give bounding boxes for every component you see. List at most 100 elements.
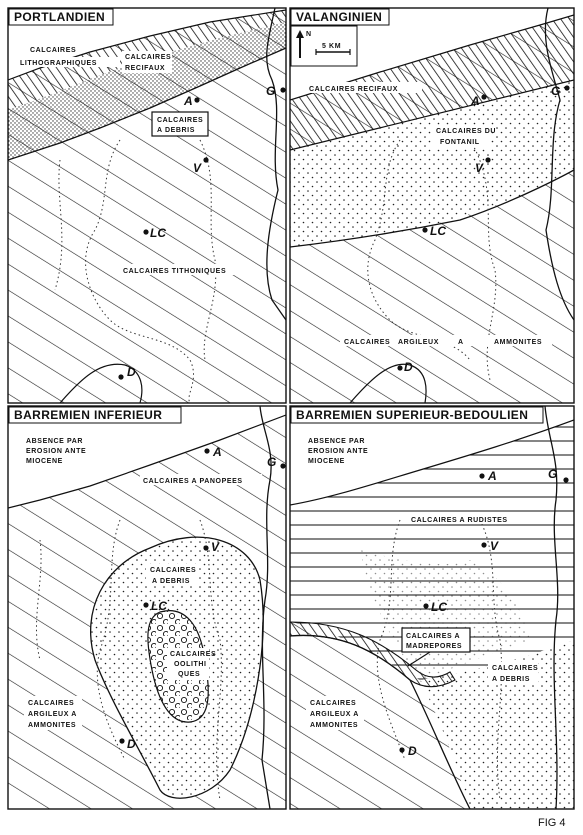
locality-label: D: [127, 737, 136, 751]
panel-title-box: [8, 406, 182, 424]
locality-label: A: [487, 469, 497, 483]
locality-markers: A G V LC D: [119, 445, 286, 751]
panel-title: BARREMIEN SUPERIEUR-BEDOULIEN: [296, 408, 528, 422]
locality-label: V: [193, 161, 202, 175]
region-label: CALCAIRES RECIFAUX: [309, 86, 398, 93]
locality-label: A: [470, 94, 480, 108]
locality-label: D: [127, 365, 136, 379]
region-label: CALCAIRES A: [406, 633, 460, 640]
region-label: CALCAIRES: [150, 567, 196, 574]
region-label: ARGILEUX: [398, 339, 439, 346]
hatched-reef-band: [8, 10, 286, 110]
region-label: CALCAIRES: [125, 54, 171, 61]
locality-label: LC: [430, 224, 446, 238]
region-label: AMMONITES: [28, 722, 76, 729]
panel-title-box: [290, 406, 544, 424]
region-label: CALCAIRES: [28, 700, 74, 707]
panel-portlandien: [8, 8, 286, 403]
region-label: ABSENCE PAR: [308, 438, 365, 445]
region-label: A: [458, 339, 464, 346]
white-eroded-zone: [290, 406, 574, 505]
region-label: A DEBRIS: [152, 578, 190, 585]
region-label: EROSION ANTE: [26, 448, 86, 455]
white-eroded-zone: [8, 406, 286, 508]
locality-label: LC: [431, 600, 447, 614]
region-label: RECIFAUX: [125, 65, 165, 72]
panel-barremien-inferieur-frame: [7, 405, 287, 810]
panel-title-box: [290, 8, 390, 26]
region-label: CALCAIRES: [157, 117, 203, 124]
panel-barremien-superieur: [290, 406, 574, 809]
locality-label: G: [551, 84, 560, 98]
region-label: CALCAIRES A RUDISTES: [411, 517, 508, 524]
region-label: MIOCENE: [26, 458, 63, 465]
panel-title-box: [8, 8, 114, 26]
locality-label: A: [183, 94, 193, 108]
locality-markers: A G V LC D: [397, 84, 570, 374]
locality-label: V: [211, 540, 220, 554]
panel-title: VALANGINIEN: [296, 10, 382, 24]
region-label: CALCAIRES TITHONIQUES: [123, 268, 226, 275]
region-label: AMMONITES: [310, 722, 358, 729]
region-label: MADREPORES: [406, 643, 462, 650]
dotted-outline: [35, 519, 222, 801]
dotted-outline: [54, 139, 217, 403]
region-label: ABSENCE PAR: [26, 438, 83, 445]
white-upper-zone: [290, 8, 574, 100]
locality-label: D: [404, 360, 413, 374]
locality-label: G: [266, 84, 275, 98]
region-label: MIOCENE: [308, 458, 345, 465]
panel-title: PORTLANDIEN: [14, 10, 105, 24]
region-label: CALCAIRES: [344, 339, 390, 346]
region-label: QUES: [178, 671, 200, 678]
locality-markers: A G V LC D: [399, 467, 569, 758]
locality-label: V: [490, 539, 499, 553]
scale-bar: N 5 KM: [290, 25, 358, 67]
locality-markers: A G V LC D: [118, 84, 286, 380]
region-label: AMMONITES: [494, 339, 542, 346]
locality-label: A: [212, 445, 222, 459]
locality-label: V: [475, 161, 484, 175]
panel-valanginien: [290, 8, 574, 403]
label-leader-line: [407, 651, 431, 667]
coast-outline: [259, 406, 272, 809]
region-label: CALCAIRES: [310, 700, 356, 707]
scale-distance: 5 KM: [322, 43, 341, 50]
region-label: CALCAIRES: [170, 651, 216, 658]
coast-outline: [544, 406, 559, 809]
region-label: EROSION ANTE: [308, 448, 368, 455]
region-label: ARGILEUX A: [28, 711, 77, 718]
panel-portlandien-frame: [7, 7, 287, 404]
region-label: CALCAIRES A PANOPEES: [143, 478, 243, 485]
coast-outline: [544, 8, 574, 321]
region-label: CALCAIRES DU: [436, 128, 496, 135]
north-arrow-icon: [296, 30, 304, 38]
coast-outline: [266, 8, 286, 321]
region-label: LITHOGRAPHIQUES: [20, 60, 97, 67]
hatched-reef-band: [290, 15, 574, 150]
dotted-outline: [376, 519, 503, 801]
locality-label: D: [408, 744, 417, 758]
north-label: N: [306, 31, 312, 38]
debris-label-box: [151, 111, 209, 137]
region-label: A DEBRIS: [157, 127, 195, 134]
locality-label: LC: [151, 599, 167, 613]
region-label: ARGILEUX A: [310, 711, 359, 718]
region-label: FONTANIL: [440, 139, 480, 146]
madrepore-label-box: [401, 627, 471, 653]
panel-barremien-superieur-frame: [289, 405, 575, 810]
region-label: CALCAIRES: [30, 47, 76, 54]
southern-coast-outline: [59, 363, 143, 403]
white-lithographic-zone: [8, 8, 286, 80]
region-label: OOLITHI: [174, 661, 207, 668]
locality-label: G: [267, 455, 276, 469]
region-label: A DEBRIS: [492, 676, 530, 683]
locality-label: G: [548, 467, 557, 481]
southern-coast-outline: [349, 363, 427, 403]
locality-label: LC: [150, 226, 166, 240]
region-label: CALCAIRES: [492, 665, 538, 672]
stippled-debris-band: [8, 22, 286, 160]
panel-barremien-inferieur: [8, 406, 286, 809]
panel-valanginien-frame: [289, 7, 575, 404]
